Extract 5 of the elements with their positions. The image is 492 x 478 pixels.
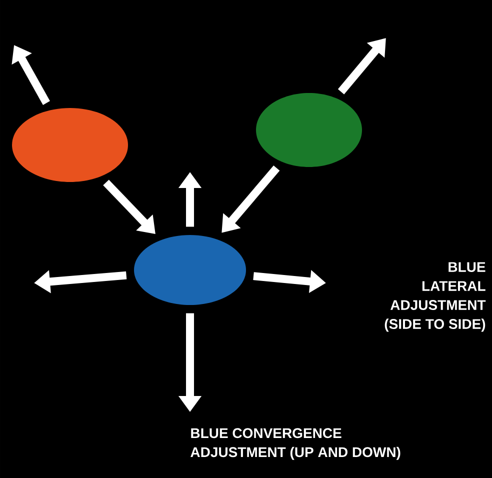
ellipse <box>12 108 128 182</box>
ellipse <box>134 235 246 305</box>
annotation-text: BLUE CONVERGENCE ADJUSTMENT (UP AND DOWN) <box>190 428 400 460</box>
ellipse <box>256 93 362 167</box>
annotation-text: BLUE LATERAL ADJUSTMENT (SIDE TO SIDE) <box>384 262 486 332</box>
